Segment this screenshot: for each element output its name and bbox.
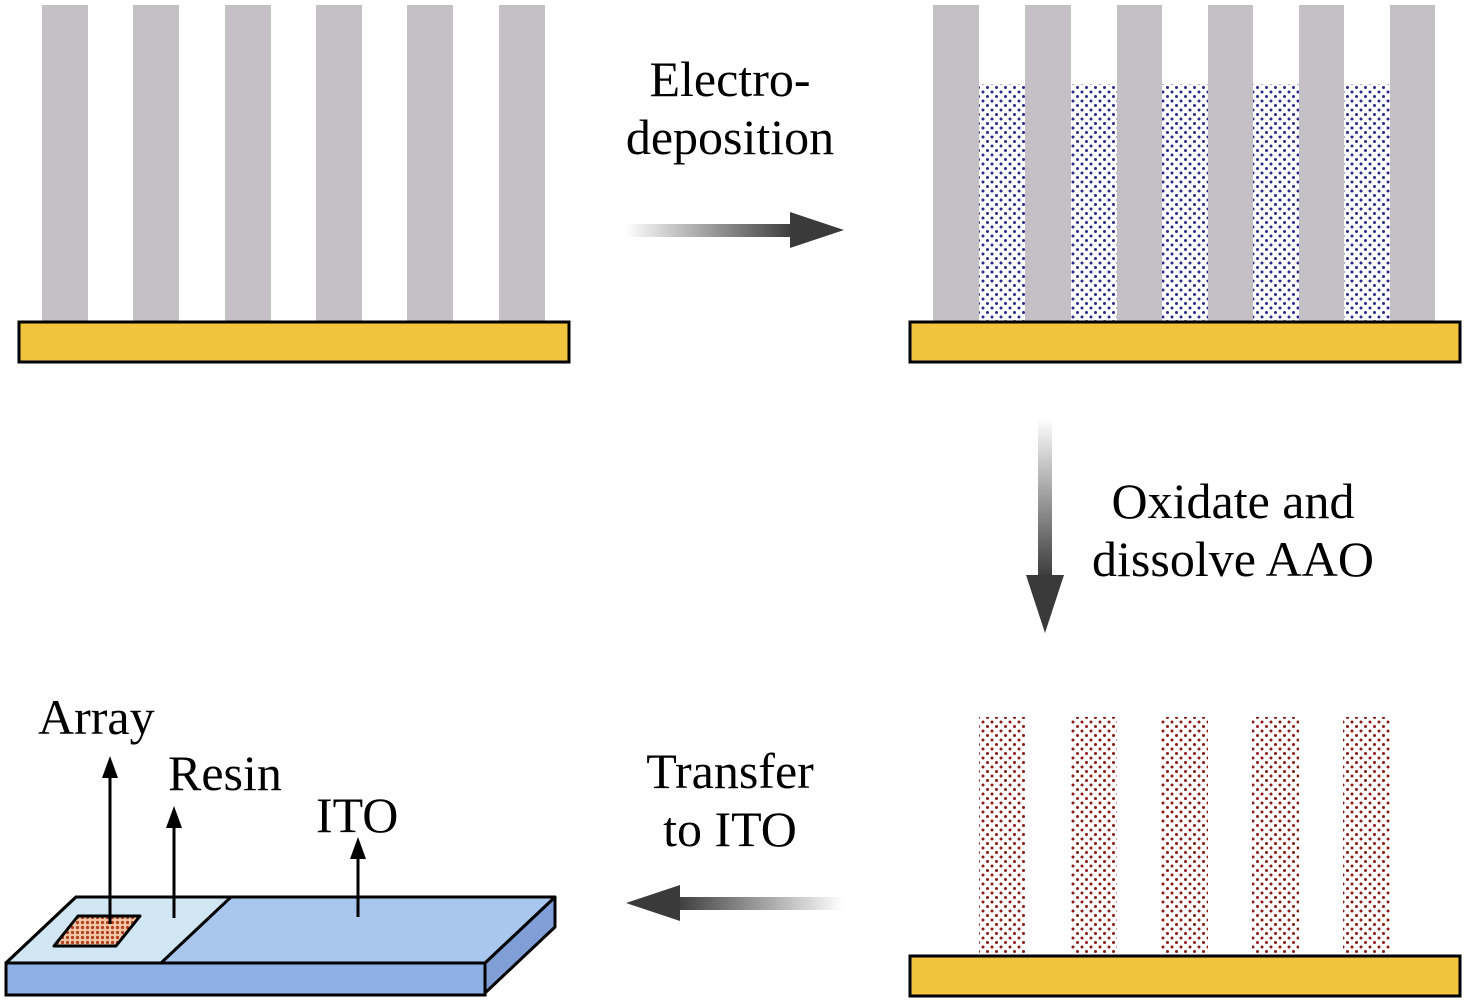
- ito-slide-front: [4, 961, 487, 997]
- array-pattern: [52, 914, 142, 948]
- deposit-fill: [979, 84, 1390, 324]
- electrodeposition-line2: deposition: [625, 109, 835, 165]
- substrate: [17, 320, 571, 364]
- panel-template: [17, 5, 571, 364]
- substrate: [908, 320, 1462, 364]
- resin-label: Resin: [168, 745, 282, 801]
- substrate: [908, 954, 1462, 998]
- template-pillars: [42, 5, 545, 323]
- array-label: Array: [38, 689, 155, 745]
- nanorods: [979, 717, 1390, 957]
- panel-nanorods: [908, 717, 1462, 998]
- transfer-line2: to ITO: [663, 801, 797, 857]
- pointer-arrows: [102, 756, 366, 924]
- oxidate-line1: Oxidate and: [1111, 473, 1355, 529]
- template-pillars: [933, 5, 1435, 323]
- arrow-electrodeposition: [625, 212, 844, 248]
- transfer-label: Transfer to ITO: [610, 742, 850, 858]
- arrow-oxidate: [1026, 418, 1064, 633]
- ito-slide: [4, 895, 557, 997]
- electrodeposition-label: Electro- deposition: [585, 50, 875, 166]
- panel-filled-template: [908, 5, 1462, 364]
- oxidate-line2: dissolve AAO: [1092, 531, 1374, 587]
- transfer-line1: Transfer: [646, 743, 814, 799]
- electrodeposition-line1: Electro-: [649, 51, 811, 107]
- arrow-transfer: [626, 885, 843, 921]
- oxidate-label: Oxidate and dissolve AAO: [1068, 472, 1398, 588]
- ito-label: ITO: [316, 787, 399, 843]
